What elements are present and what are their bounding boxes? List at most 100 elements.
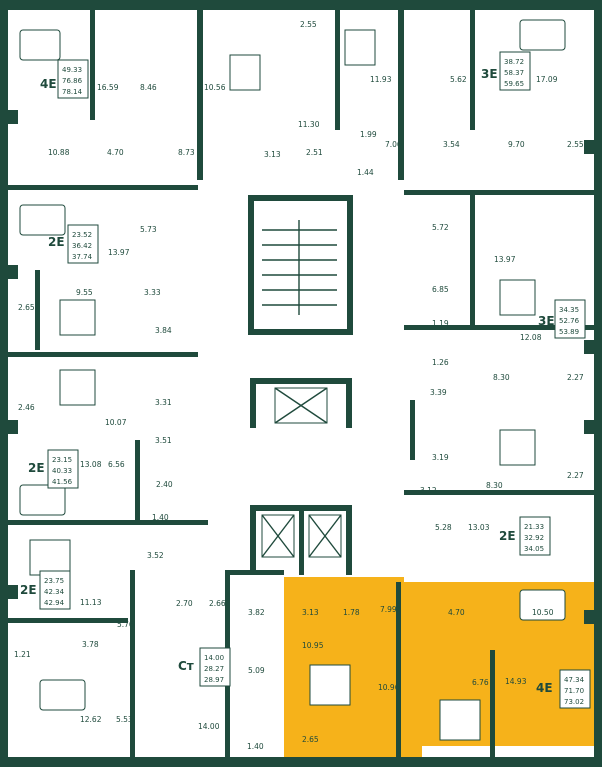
svg-text:14.93: 14.93 (505, 677, 527, 686)
svg-text:2.55: 2.55 (567, 140, 584, 149)
svg-text:13.97: 13.97 (494, 255, 516, 264)
svg-text:38.72: 38.72 (504, 58, 524, 66)
svg-text:4E: 4E (536, 681, 553, 695)
svg-text:53.89: 53.89 (559, 328, 579, 336)
svg-text:23.75: 23.75 (44, 577, 64, 585)
svg-text:2.51: 2.51 (306, 148, 323, 157)
svg-text:14.00: 14.00 (204, 654, 224, 662)
svg-text:5.73: 5.73 (140, 225, 157, 234)
svg-text:2.70: 2.70 (176, 599, 193, 608)
svg-text:14.00: 14.00 (198, 722, 220, 731)
svg-text:2.27: 2.27 (567, 471, 584, 480)
svg-text:28.27: 28.27 (204, 665, 224, 673)
svg-text:4.70: 4.70 (107, 148, 124, 157)
svg-text:2E: 2E (48, 235, 65, 249)
apartment-info-a8: Ст 14.00 28.27 28.97 (178, 647, 231, 687)
svg-text:5.53: 5.53 (116, 715, 133, 724)
apartment-info-a5: 2E 23.15 40.33 41.56 (28, 449, 79, 489)
apartment-info-a7: 2E 23.75 42.34 42.94 (20, 570, 71, 610)
svg-text:5.09: 5.09 (248, 666, 265, 675)
svg-text:2.65: 2.65 (18, 303, 35, 312)
svg-text:10.07: 10.07 (105, 418, 127, 427)
svg-text:10.88: 10.88 (48, 148, 70, 157)
svg-text:8.73: 8.73 (178, 148, 195, 157)
svg-text:6.56: 6.56 (108, 460, 125, 469)
svg-text:1.26: 1.26 (432, 358, 449, 367)
svg-text:13.97: 13.97 (108, 248, 130, 257)
svg-text:41.56: 41.56 (52, 478, 73, 486)
building-core (197, 10, 404, 575)
svg-text:21.33: 21.33 (524, 523, 544, 531)
svg-text:1.19: 1.19 (432, 319, 449, 328)
svg-text:8.46: 8.46 (140, 83, 157, 92)
svg-text:5.72: 5.72 (432, 223, 449, 232)
svg-text:52.76: 52.76 (559, 317, 580, 325)
svg-text:9.70: 9.70 (508, 140, 525, 149)
svg-text:10.95: 10.95 (302, 641, 324, 650)
svg-text:2.65: 2.65 (302, 735, 319, 744)
svg-text:3E: 3E (481, 67, 498, 81)
svg-text:42.94: 42.94 (44, 599, 65, 607)
apartment-info-a3: 2E 23.52 36.42 37.74 (48, 224, 99, 264)
svg-text:7.06: 7.06 (385, 140, 402, 149)
svg-text:16.59: 16.59 (97, 83, 119, 92)
svg-text:2.40: 2.40 (156, 480, 173, 489)
svg-text:2E: 2E (20, 583, 37, 597)
svg-text:3.54: 3.54 (443, 140, 460, 149)
svg-text:11.30: 11.30 (298, 120, 320, 129)
svg-text:1.40: 1.40 (247, 742, 264, 751)
svg-text:3.13: 3.13 (264, 150, 281, 159)
svg-text:78.14: 78.14 (62, 88, 83, 96)
svg-text:76.86: 76.86 (62, 77, 83, 85)
svg-text:9.55: 9.55 (76, 288, 93, 297)
svg-text:17.09: 17.09 (536, 75, 558, 84)
svg-text:8.30: 8.30 (486, 481, 503, 490)
svg-text:42.34: 42.34 (44, 588, 65, 596)
staircase (262, 220, 337, 315)
svg-text:5.28: 5.28 (435, 523, 452, 532)
svg-text:71.70: 71.70 (564, 687, 584, 695)
svg-text:10.96: 10.96 (378, 683, 400, 692)
svg-text:1.21: 1.21 (14, 650, 31, 659)
svg-text:12.62: 12.62 (80, 715, 102, 724)
svg-text:37.74: 37.74 (72, 253, 93, 261)
svg-text:3.12: 3.12 (420, 486, 437, 495)
svg-text:13.03: 13.03 (468, 523, 490, 532)
svg-text:3.78: 3.78 (82, 640, 99, 649)
svg-text:23.52: 23.52 (72, 231, 92, 239)
svg-text:3.84: 3.84 (155, 326, 172, 335)
svg-text:1.40: 1.40 (152, 513, 169, 522)
svg-text:10.50: 10.50 (532, 608, 554, 617)
svg-text:2E: 2E (499, 529, 516, 543)
svg-text:12.08: 12.08 (520, 333, 542, 342)
apartment-info-a1: 4E 49.33 76.86 78.14 (40, 59, 89, 99)
svg-text:28.97: 28.97 (204, 676, 224, 684)
svg-text:58.37: 58.37 (504, 69, 524, 77)
apartment-labels: 4E 49.33 76.86 78.14 3E 38.72 58.37 59.6… (20, 51, 591, 709)
svg-text:6.85: 6.85 (432, 285, 449, 294)
svg-text:1.78: 1.78 (343, 608, 360, 617)
svg-text:34.35: 34.35 (559, 306, 579, 314)
svg-text:6.76: 6.76 (472, 678, 489, 687)
svg-text:3.19: 3.19 (432, 453, 449, 462)
svg-text:73.02: 73.02 (564, 698, 584, 706)
svg-text:2.27: 2.27 (567, 373, 584, 382)
svg-text:3.31: 3.31 (155, 398, 172, 407)
svg-text:4.70: 4.70 (448, 608, 465, 617)
svg-text:3E: 3E (538, 314, 555, 328)
highlighted-apartment[interactable] (284, 577, 597, 767)
svg-text:2.46: 2.46 (18, 403, 35, 412)
svg-text:3.52: 3.52 (147, 551, 164, 560)
svg-text:49.33: 49.33 (62, 66, 82, 74)
svg-text:23.15: 23.15 (52, 456, 72, 464)
svg-text:2E: 2E (28, 461, 45, 475)
svg-text:7.99: 7.99 (380, 605, 397, 614)
svg-text:3.13: 3.13 (302, 608, 319, 617)
svg-text:11.93: 11.93 (370, 75, 392, 84)
svg-text:32.92: 32.92 (524, 534, 544, 542)
svg-text:Ст: Ст (178, 659, 194, 673)
svg-text:1.99: 1.99 (360, 130, 377, 139)
svg-text:2.55: 2.55 (300, 20, 317, 29)
svg-text:13.08: 13.08 (80, 460, 102, 469)
